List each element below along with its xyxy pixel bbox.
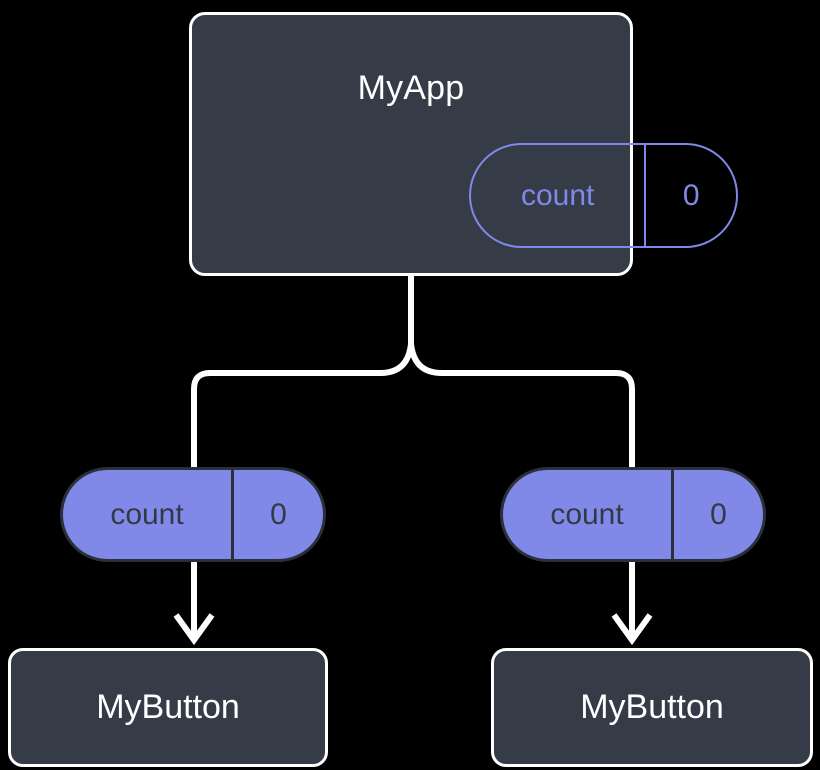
prop-pill-value: 0 [671,470,763,559]
connector-branch-left [191,343,414,470]
state-pill-key: count [520,178,595,212]
prop-pill-count-right[interactable]: count 0 [500,467,766,562]
component-card-myapp[interactable]: MyApp count 0 [189,12,738,276]
component-card-mybutton-right[interactable]: MyButton [491,648,813,767]
component-title-mybutton: MyButton [580,688,724,726]
prop-pill-value: 0 [231,470,323,559]
state-pill-count[interactable]: count 0 [469,143,738,248]
component-title-mybutton: MyButton [96,688,240,726]
prop-pill-count-left[interactable]: count 0 [60,467,326,562]
state-pill-value: 0 [644,145,736,246]
prop-pill-key: count [550,497,624,531]
prop-pill-key: count [110,497,184,531]
connector-branch-right [408,343,635,470]
arrow-left-head [173,613,215,646]
component-title-myapp: MyApp [357,69,465,107]
arrow-right-head [611,613,653,646]
component-card-mybutton-left[interactable]: MyButton [8,648,328,767]
